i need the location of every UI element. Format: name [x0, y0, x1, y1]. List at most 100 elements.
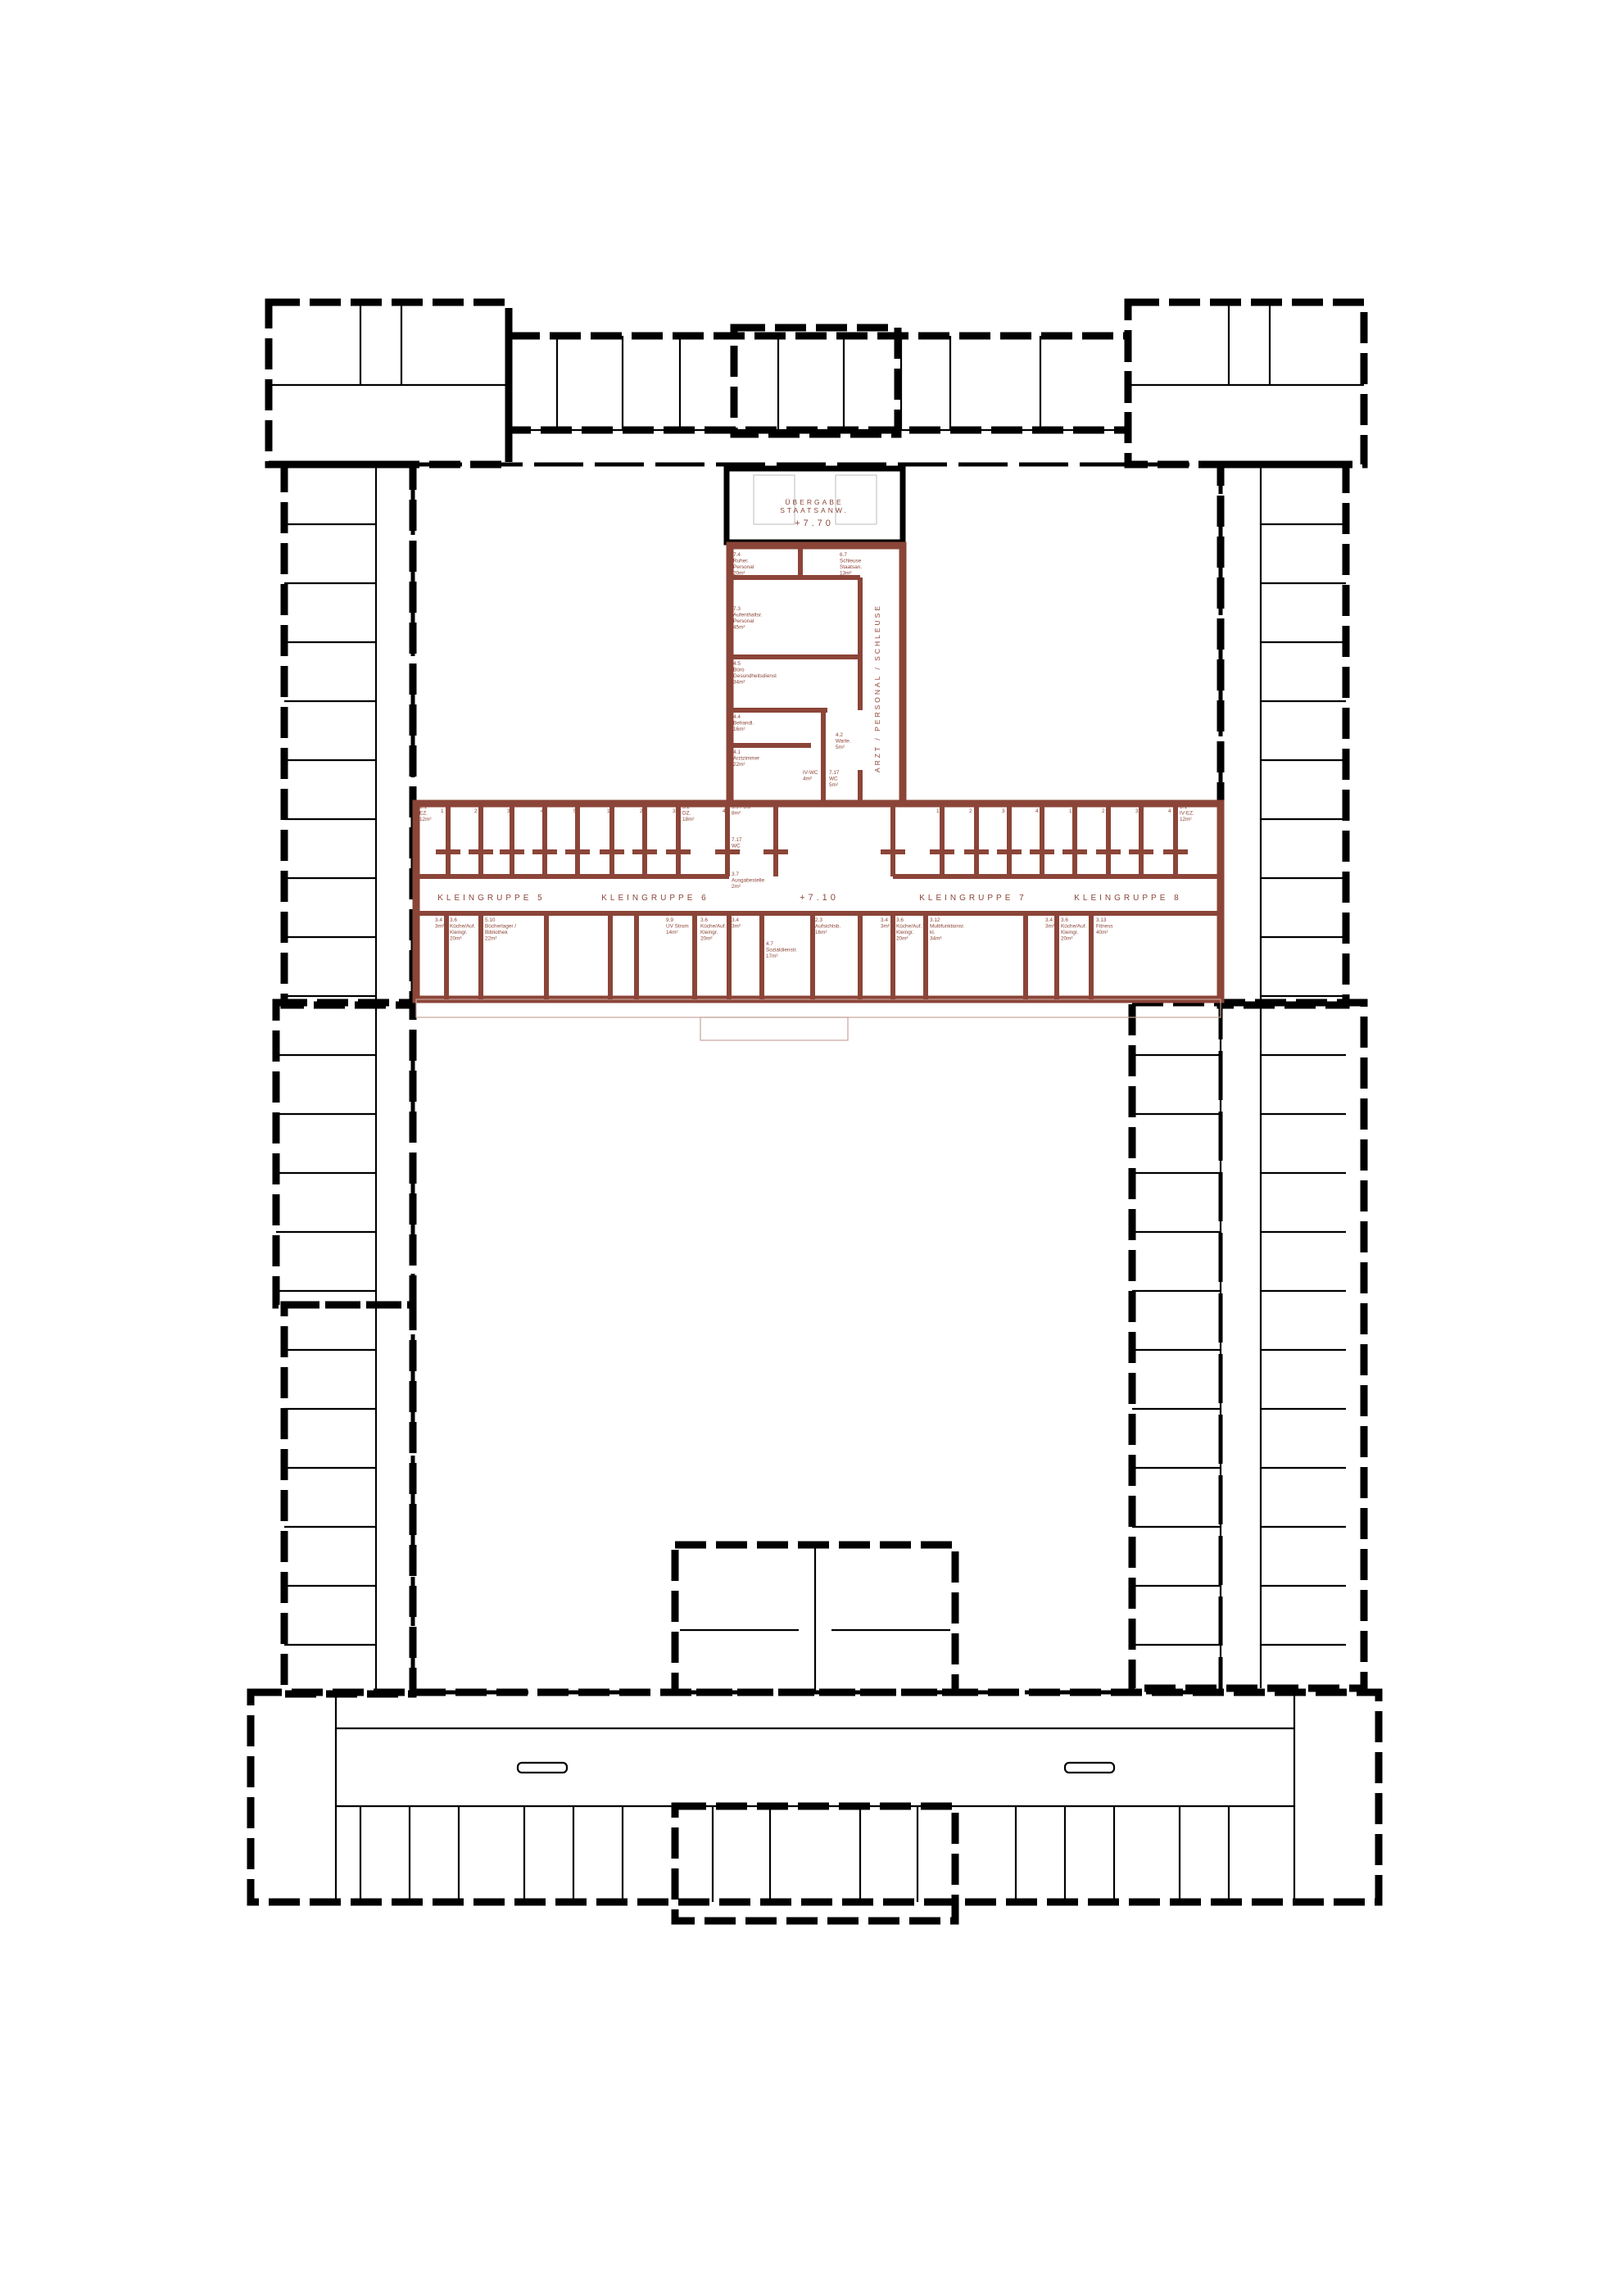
- room-id: 4.1: [733, 749, 741, 755]
- room-area: 4m²: [803, 777, 812, 782]
- room-area: 22m²: [733, 762, 745, 768]
- room-id: 2.3: [815, 917, 822, 923]
- room-id: 3.4: [435, 917, 442, 923]
- room-name: WC: [732, 844, 741, 849]
- room-area: 17m²: [766, 953, 778, 959]
- room-id: 3.7: [732, 872, 739, 877]
- room-area: 3m²: [435, 924, 444, 930]
- room-number: 1: [936, 808, 940, 814]
- room-number: 4: [1035, 808, 1039, 814]
- handover-level: +7.70: [795, 519, 834, 528]
- room-area: 3m²: [732, 924, 741, 930]
- room-name: Gesundheitsdienst: [733, 673, 777, 679]
- room-id: 9.9: [666, 917, 673, 923]
- room-name: Ausgabestelle: [732, 878, 765, 884]
- room-area: 20m²: [450, 936, 462, 942]
- room-name: Staatsan.: [840, 564, 862, 570]
- room-id: 7.3: [733, 606, 741, 612]
- room-id: 3.6: [896, 917, 904, 923]
- room-area: 20m²: [896, 936, 908, 942]
- room-area: 20m²: [700, 936, 713, 942]
- room-id: 4.5: [733, 661, 741, 667]
- vertical-corridor-label: ARZT / PERSONAL / SCHLEUSE: [873, 604, 881, 772]
- room-name: Schleuse: [840, 559, 862, 564]
- room-name: WC: [829, 777, 838, 782]
- room-area: 16m²: [733, 727, 745, 732]
- room-label: 3.1IV-EZ.12m²: [1180, 804, 1194, 822]
- room-name: Küche/Auf.: [896, 924, 922, 930]
- room-number: 4: [541, 808, 544, 814]
- room-name: Bücherlager /: [485, 924, 516, 930]
- room-area: 20m²: [733, 571, 745, 577]
- room-name: Kleingr.: [896, 930, 914, 935]
- room-area: 34m²: [733, 680, 745, 686]
- room-name: Küche/Auf.: [1061, 924, 1086, 930]
- room-area: 5m²: [829, 782, 838, 788]
- room-id: 3.6: [1061, 917, 1068, 923]
- room-name: Ruher.: [733, 559, 749, 564]
- room-area: 40m²: [1096, 930, 1108, 935]
- room-id: 3.2: [682, 804, 690, 810]
- room-number: 1: [1069, 808, 1072, 814]
- room-name: Personal: [733, 618, 754, 624]
- room-id: 7.17: [829, 770, 840, 776]
- group-label: KLEINGRUPPE 5: [437, 894, 545, 903]
- room-area: 14m²: [666, 930, 678, 935]
- room-number: 2: [640, 808, 643, 814]
- room-name: Warte.: [836, 739, 851, 745]
- room-number: 2: [474, 808, 478, 814]
- room-name: Aufenthaltsr.: [733, 613, 763, 618]
- room-name: IV-EZ.: [1180, 811, 1194, 817]
- room-labels: 7.4Ruher.Personal20m²6.7SchleuseStaatsan…: [419, 552, 1194, 959]
- room-name: Personal: [733, 564, 754, 570]
- room-name: UV Strom: [666, 924, 689, 930]
- room-name: Küche/Auf.: [450, 924, 475, 930]
- room-id: 3.13: [1096, 917, 1107, 923]
- room-name: Kleingr.: [700, 930, 718, 935]
- room-area: 13m²: [840, 571, 852, 577]
- room-id: 3.4: [732, 917, 739, 923]
- room-id: 7.17: [732, 837, 742, 843]
- room-area: 45m²: [733, 625, 745, 631]
- room-area: 5m²: [732, 849, 741, 855]
- room-name: IV-WC: [803, 770, 818, 776]
- room-label: 3.2DZ.18m²: [682, 804, 695, 822]
- room-number: 4: [723, 808, 726, 814]
- room-id: 3.1: [419, 804, 427, 810]
- room-name: Multifunktionsr.: [930, 924, 965, 930]
- room-id: 4.4: [733, 714, 741, 720]
- room-area: 16m²: [815, 930, 827, 935]
- handover-label-1: ÜBERGABE: [785, 498, 843, 506]
- room-id: 3.12: [930, 917, 940, 923]
- room-area: 5m²: [836, 745, 845, 750]
- room-area: 3m²: [1045, 924, 1054, 930]
- room-id: 3.4: [881, 917, 888, 923]
- handover-label-2: STAATSANW.: [780, 506, 849, 514]
- room-area: 12m²: [1180, 817, 1192, 822]
- room-id: 5.9 / 5.8: [732, 804, 751, 810]
- room-number: 2: [969, 808, 972, 814]
- group-label: KLEINGRUPPE 6: [601, 894, 709, 903]
- existing-building: [247, 298, 1383, 1925]
- room-area: 34m²: [930, 936, 942, 942]
- room-number: 3: [507, 808, 510, 814]
- room-id: 3.6: [700, 917, 708, 923]
